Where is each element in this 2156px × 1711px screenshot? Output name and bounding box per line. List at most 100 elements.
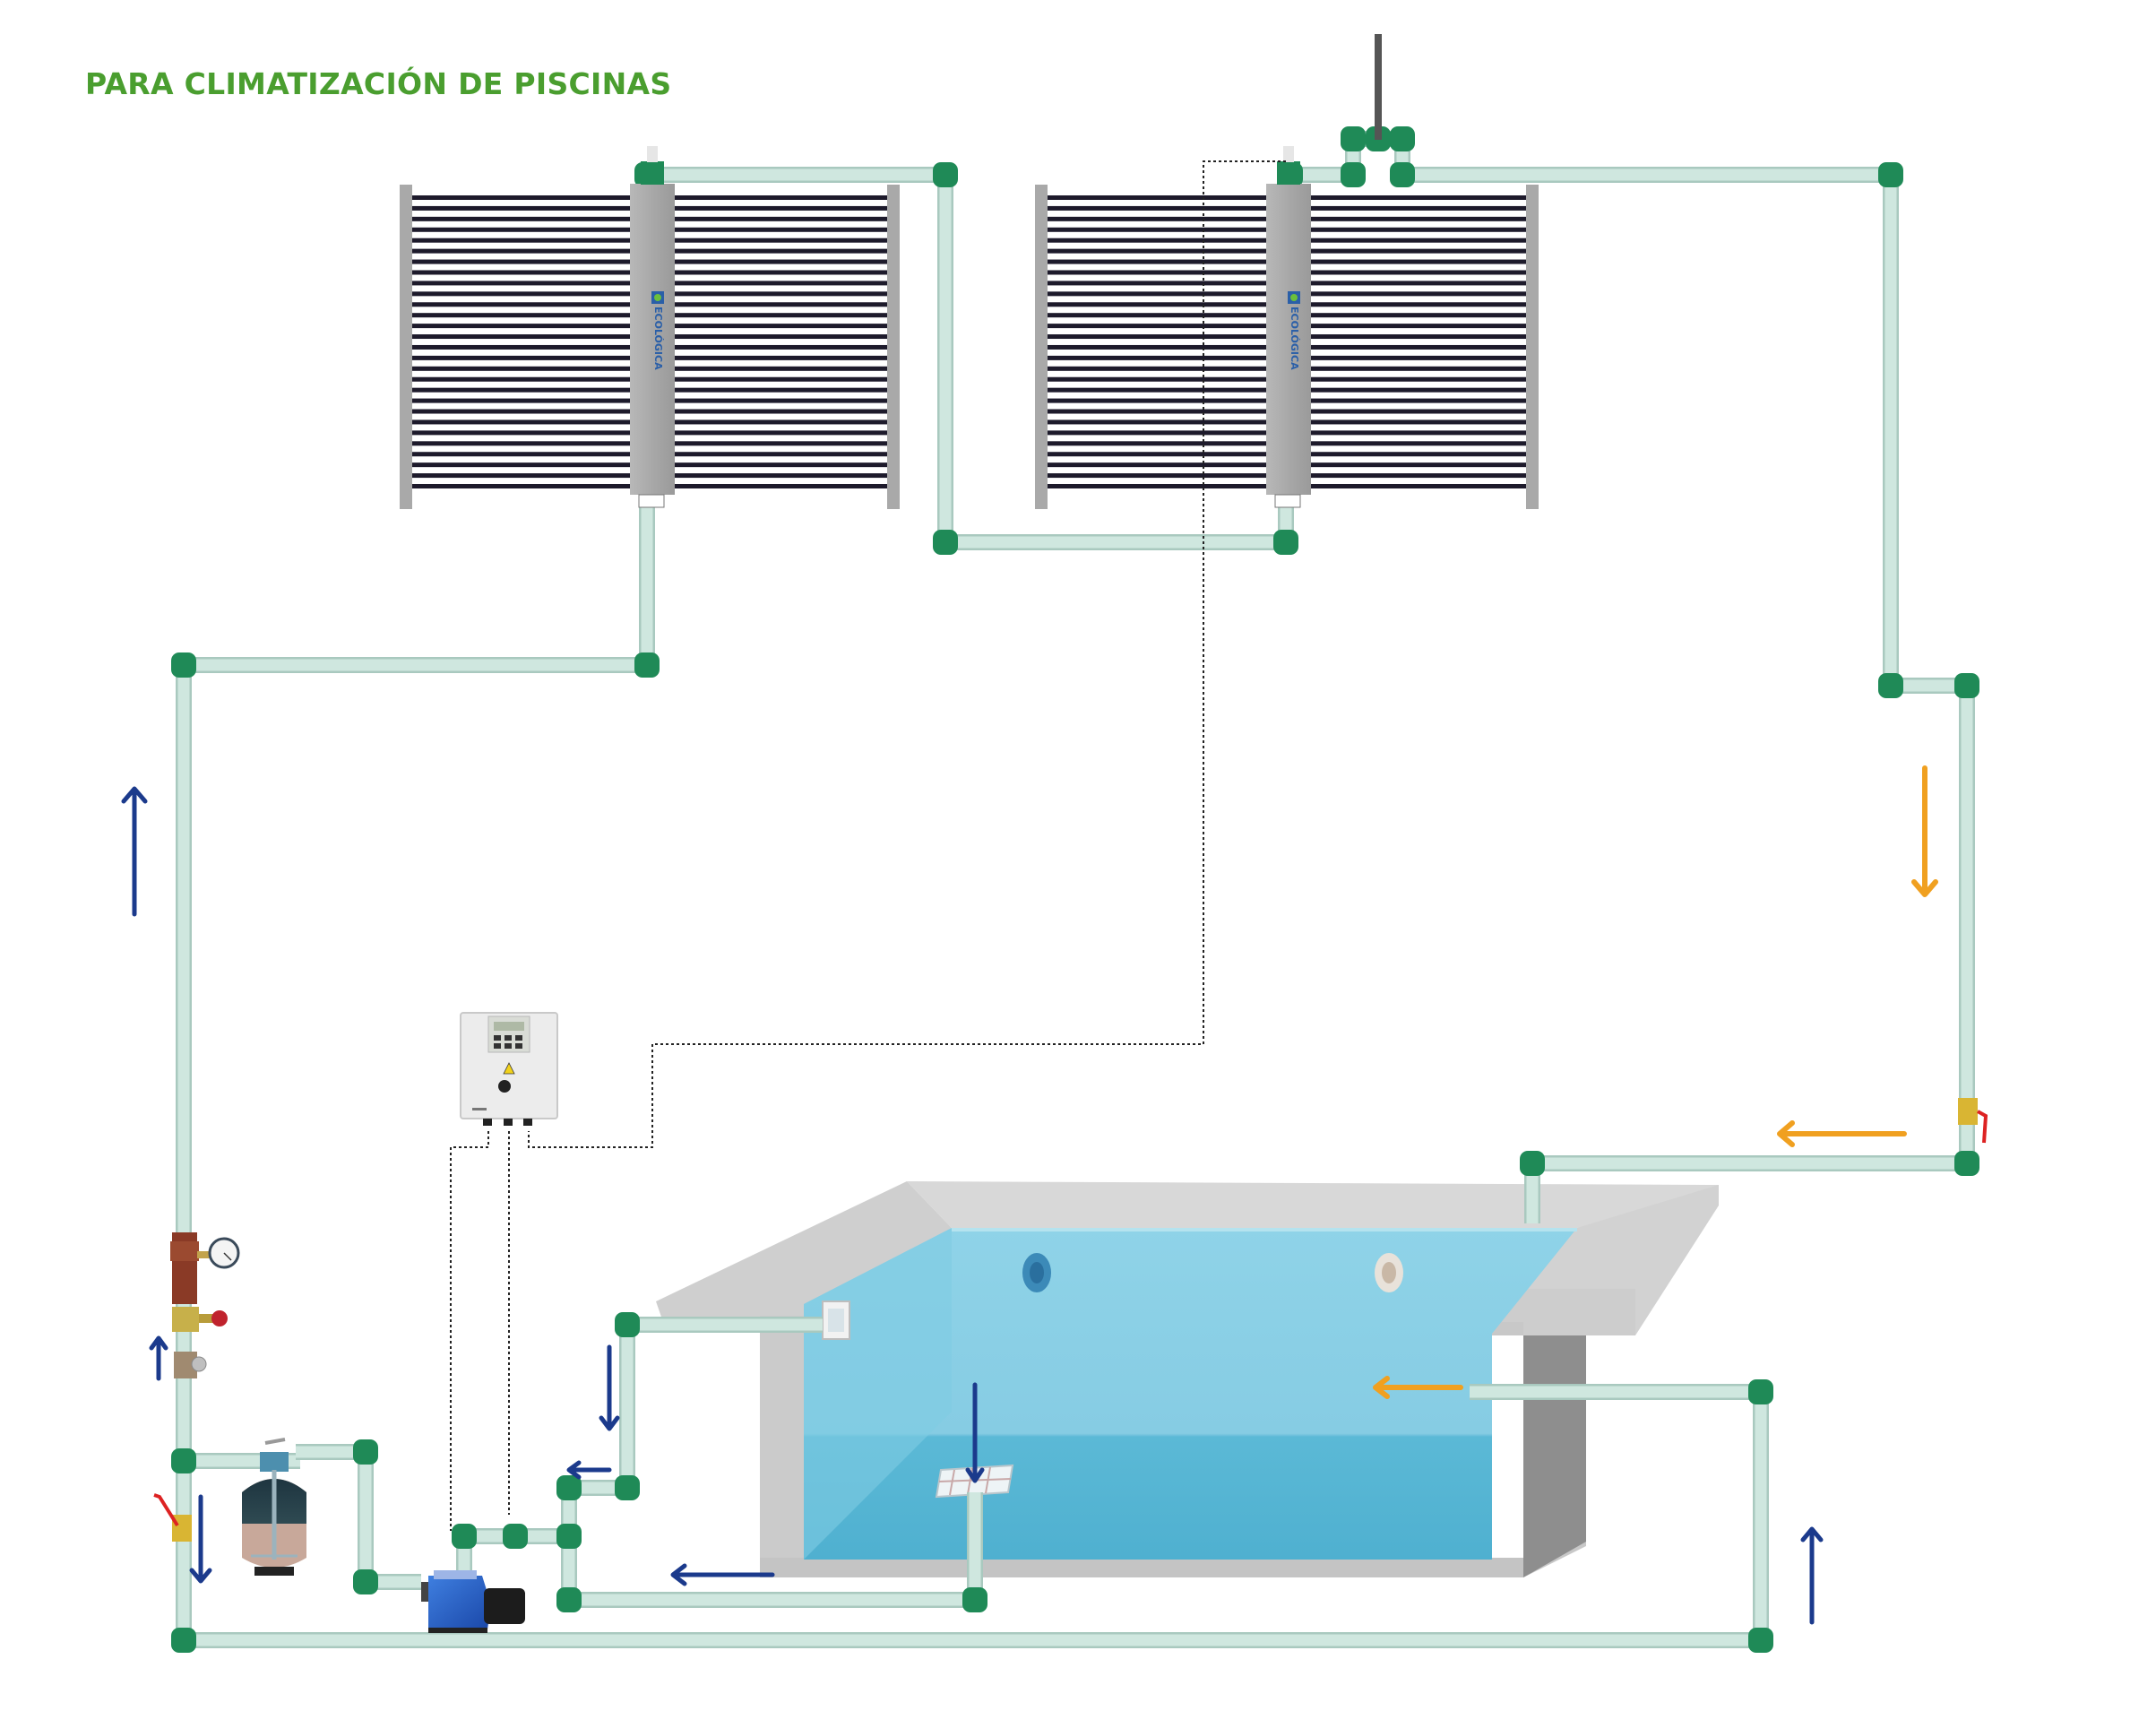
collector-tube — [1311, 259, 1526, 264]
pipe-elbow-fitting — [1878, 162, 1903, 187]
pipe-elbow-fitting — [1954, 1151, 1979, 1176]
collector-tube — [1311, 313, 1526, 318]
collector-tube — [1048, 452, 1266, 457]
collector-tube — [412, 344, 630, 350]
gate-valve[interactable] — [172, 1307, 228, 1332]
pipe-elbow-fitting — [171, 1628, 196, 1653]
pipe-elbow-fitting — [171, 1448, 196, 1473]
air-vent-pipe — [1375, 34, 1382, 140]
collector-tube — [412, 270, 630, 275]
flow-arrow-down-skimmer — [599, 1344, 620, 1431]
flow-arrow-left-inlet — [1373, 1376, 1463, 1399]
pressure-gauge-assembly — [170, 1232, 240, 1304]
manifold-sensor-pocket — [647, 146, 658, 162]
diagram-title: PARA CLIMATIZACIÓN DE PISCINAS — [85, 66, 672, 101]
collector-end-header-right — [1526, 185, 1539, 509]
collector-tube — [412, 462, 630, 468]
collector-tube — [675, 281, 887, 286]
collector-tube — [1311, 344, 1526, 350]
collector-tube — [1048, 344, 1266, 350]
pipe-vent-link-edge — [1290, 131, 1975, 1223]
flow-arrow-down-bypass — [189, 1494, 212, 1584]
ball-valve-handle[interactable] — [153, 1493, 179, 1527]
collector-tube — [1048, 281, 1266, 286]
flow-arrow-up-right-return — [1800, 1526, 1824, 1625]
collector-tube — [1311, 441, 1526, 446]
collector-tube — [412, 281, 630, 286]
collector-tube — [1048, 324, 1266, 329]
sensor-wire-collector — [528, 160, 1286, 1148]
ball-valve-return[interactable] — [1958, 1098, 1988, 1144]
control-panel[interactable] — [460, 1012, 558, 1126]
collector-tube — [1048, 376, 1266, 382]
collector-tube — [675, 238, 887, 243]
collector-tube — [1311, 419, 1526, 425]
collector-tube — [1311, 291, 1526, 297]
collector-tube — [412, 216, 630, 221]
manifold-union-fitting — [638, 494, 665, 508]
collector-tube — [1311, 387, 1526, 393]
ball-valve-handle[interactable] — [1977, 1110, 1988, 1144]
collector-tube — [1311, 281, 1526, 286]
collector-tube — [675, 355, 887, 360]
manifold-top-tee — [641, 161, 664, 185]
pool-deck-back — [907, 1181, 1719, 1228]
collector-tube — [1311, 430, 1526, 436]
collector-tube — [675, 376, 887, 382]
pool — [656, 1181, 1719, 1577]
collector-tube — [1311, 355, 1526, 360]
collector-tube — [675, 462, 887, 468]
collector-tube — [1048, 291, 1266, 297]
brand-logo-text: ECOLÓGICA — [652, 307, 664, 370]
ball-valve-bypass[interactable] — [153, 1493, 192, 1542]
collector-tube — [1311, 409, 1526, 414]
pipe-elbow-fitting — [962, 1587, 987, 1612]
collector-tube — [1311, 452, 1526, 457]
collector-tube — [675, 334, 887, 340]
solar-collector-2: ECOLÓGICA — [1035, 146, 1539, 509]
gate-valve-handwheel[interactable] — [211, 1310, 228, 1326]
collector-tube — [1311, 376, 1526, 382]
pipe-elbow-fitting — [634, 652, 660, 678]
pool-wall-bottom — [760, 1558, 1523, 1577]
collector-tube — [675, 227, 887, 232]
collector-tube — [1048, 366, 1266, 371]
collector-end-header-left — [1035, 185, 1048, 509]
collector-tube — [1048, 355, 1266, 360]
collector-tube — [1048, 270, 1266, 275]
collector-tube — [675, 195, 887, 200]
pipe-elbow-fitting — [1520, 1151, 1545, 1176]
pipe-vent-link — [1290, 133, 1973, 1223]
flow-arrow-left-drain — [670, 1563, 775, 1586]
flow-arrow-down-drain — [965, 1382, 985, 1483]
collector-tube — [675, 291, 887, 297]
solar-collector-1: ECOLÓGICA — [400, 146, 900, 509]
collector-tube — [1311, 248, 1526, 254]
pipe-filter-out-edge — [296, 1444, 421, 1590]
pipe-elbow-fitting — [1341, 162, 1366, 187]
flow-arrows — [121, 765, 1938, 1625]
collector-tube — [412, 366, 630, 371]
pipe-elbow-fitting — [1390, 126, 1415, 151]
pipe-elbow-fitting — [556, 1475, 582, 1500]
flow-arrow-left-hot — [1777, 1120, 1907, 1147]
collector-tube — [1048, 195, 1266, 200]
sensor-wire-pump — [450, 1131, 489, 1531]
collector-tube — [1311, 195, 1526, 200]
pipe-elbow-fitting — [353, 1569, 378, 1594]
pipe-elbow-fitting — [1748, 1379, 1773, 1404]
brand-logo-leaf-icon — [1290, 294, 1298, 301]
collector-tube — [412, 313, 630, 318]
pool-pump — [421, 1570, 525, 1633]
selector-knob[interactable] — [498, 1080, 511, 1093]
pipe-elbow-fitting — [1954, 673, 1979, 698]
sensor-wires — [450, 160, 1286, 1531]
collector-tube — [412, 334, 630, 340]
collector-tube — [1048, 238, 1266, 243]
pipe-bottom-return — [184, 1386, 1767, 1646]
collector-tube — [1311, 324, 1526, 329]
collector-tube — [412, 195, 630, 200]
collector-tube — [1311, 462, 1526, 468]
brand-logo-leaf-icon — [654, 294, 661, 301]
